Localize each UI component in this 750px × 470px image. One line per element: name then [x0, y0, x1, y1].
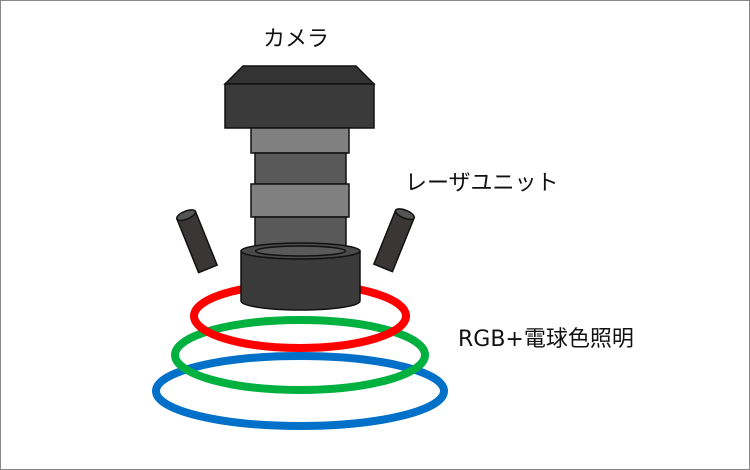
left-laser-unit — [175, 209, 219, 274]
lighting-label: RGB+電球色照明 — [458, 327, 634, 352]
laser-unit-label: レーザユニット — [405, 171, 559, 196]
green-ring — [171, 316, 429, 394]
right-laser-unit — [372, 208, 416, 273]
camera-label: カメラ — [263, 27, 330, 52]
camera — [223, 65, 376, 311]
blue-ring — [152, 352, 448, 430]
